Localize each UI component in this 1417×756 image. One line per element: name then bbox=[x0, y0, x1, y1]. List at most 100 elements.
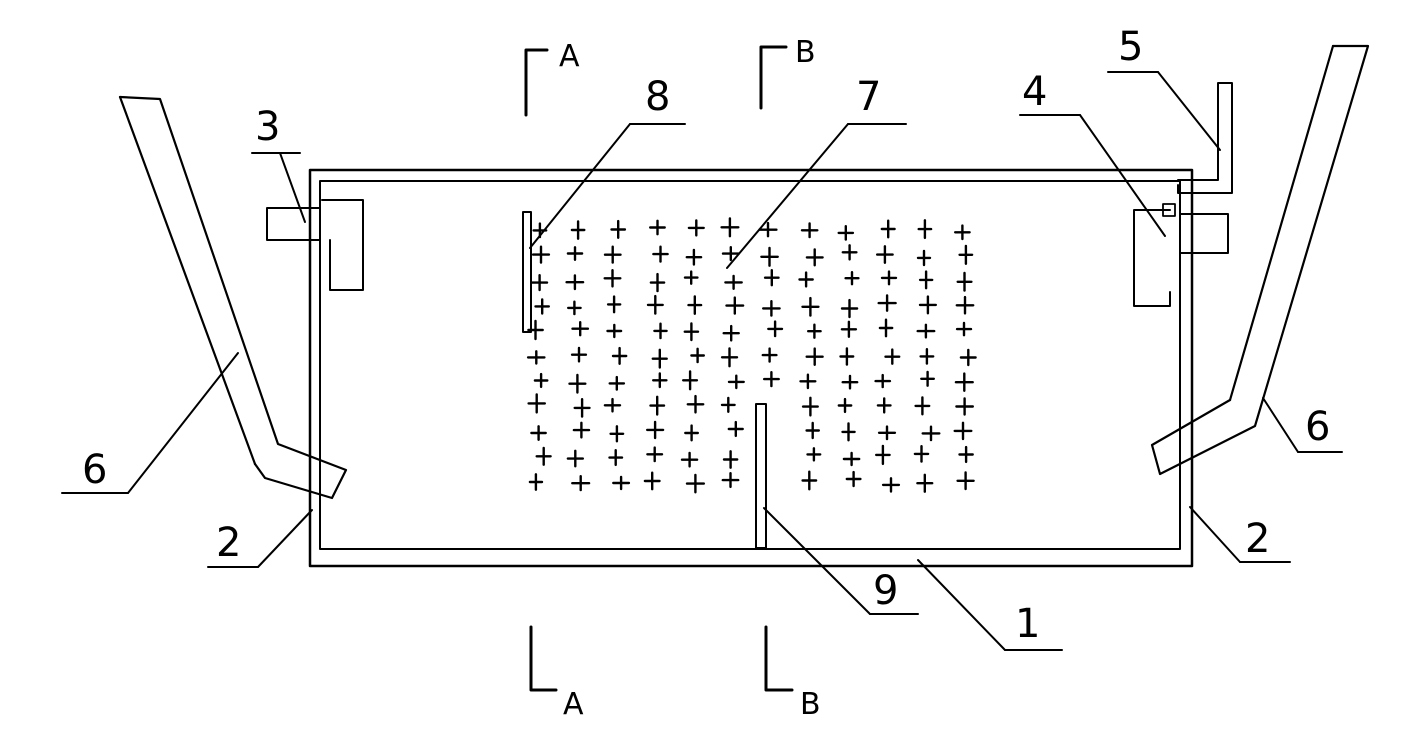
section-a-bottom-label: A bbox=[563, 687, 584, 722]
media-cross bbox=[920, 370, 935, 387]
media-cross bbox=[722, 450, 739, 469]
media-cross bbox=[608, 449, 624, 467]
media-cross bbox=[805, 347, 824, 366]
media-cross bbox=[917, 219, 933, 240]
media-cross bbox=[881, 477, 901, 493]
media-cross bbox=[651, 348, 668, 369]
media-cross bbox=[959, 348, 977, 367]
media-cross bbox=[921, 425, 941, 442]
media-cross bbox=[914, 396, 931, 416]
media-cross bbox=[799, 373, 817, 390]
media-cross bbox=[610, 219, 627, 240]
media-cross bbox=[760, 246, 779, 267]
media-cross bbox=[721, 472, 740, 489]
media-cross bbox=[721, 245, 740, 262]
media-cross bbox=[842, 451, 861, 467]
leader-side-left-tick bbox=[257, 509, 313, 568]
baffle-lower bbox=[755, 403, 767, 549]
media-cross bbox=[761, 347, 778, 363]
label-tank: 1 bbox=[1015, 601, 1040, 647]
media-cross bbox=[800, 222, 819, 239]
media-cross bbox=[919, 348, 935, 365]
media-cross bbox=[649, 272, 666, 293]
label-chute-left: 6 bbox=[82, 447, 107, 493]
media-cross bbox=[806, 447, 822, 462]
vent-pipe bbox=[1177, 82, 1233, 194]
outlet-box bbox=[1133, 209, 1171, 307]
media-cross bbox=[958, 244, 974, 265]
media-cross bbox=[720, 217, 740, 238]
media-cross bbox=[767, 320, 784, 338]
media-cross bbox=[571, 475, 591, 492]
media-cross bbox=[720, 396, 736, 413]
media-cross bbox=[685, 473, 705, 494]
media-cross bbox=[916, 473, 934, 493]
baffle-upper bbox=[522, 211, 532, 333]
media-cross bbox=[953, 421, 973, 441]
media-cross bbox=[649, 219, 666, 236]
leader-baffle-upper-tick bbox=[529, 123, 631, 249]
media-cross bbox=[724, 274, 743, 290]
section-b-top-label: B bbox=[795, 35, 816, 70]
outlet-pipe bbox=[1179, 213, 1229, 254]
media-cross bbox=[725, 296, 745, 315]
media-cross bbox=[954, 224, 971, 241]
label-baffle-upper: 8 bbox=[645, 74, 670, 120]
inlet-box bbox=[321, 199, 364, 291]
media-cross bbox=[762, 300, 781, 317]
media-cross bbox=[875, 444, 891, 466]
leader-chute-right-tick bbox=[1262, 397, 1299, 453]
media-cross bbox=[918, 295, 937, 315]
media-cross bbox=[916, 323, 936, 339]
media-cross bbox=[801, 396, 819, 417]
media-cross bbox=[807, 323, 822, 339]
media-cross bbox=[884, 348, 901, 365]
media-cross bbox=[566, 246, 584, 261]
media-cross bbox=[570, 346, 588, 363]
media-cross bbox=[956, 271, 973, 292]
media-cross bbox=[758, 221, 778, 238]
section-a-top-mark bbox=[524, 48, 549, 117]
media-cross bbox=[535, 446, 552, 466]
media-cross bbox=[841, 374, 859, 390]
chute-left bbox=[118, 95, 348, 500]
tank-outer-wall bbox=[308, 168, 1194, 568]
media-cross bbox=[687, 295, 703, 315]
media-cross bbox=[683, 270, 699, 285]
media-cross bbox=[918, 270, 934, 290]
media-cross bbox=[565, 274, 585, 291]
section-a-bottom-mark bbox=[529, 625, 558, 692]
section-b-bottom-label: B bbox=[800, 687, 821, 722]
media-cross bbox=[845, 470, 862, 488]
leader-chute-left-tick bbox=[127, 352, 239, 494]
label-side-right: 2 bbox=[1245, 516, 1270, 562]
leader-outlet-tick bbox=[1079, 114, 1166, 237]
media-cross bbox=[567, 300, 582, 316]
media-cross bbox=[608, 375, 626, 391]
media-cross bbox=[805, 248, 824, 267]
leader-inlet-tick bbox=[279, 152, 306, 223]
media-cross bbox=[573, 398, 591, 418]
media-cross bbox=[526, 350, 546, 365]
media-cross bbox=[955, 321, 973, 337]
media-cross bbox=[649, 395, 666, 416]
tank-inner-wall bbox=[319, 180, 1181, 550]
media-cross bbox=[801, 470, 818, 491]
leader-vent-tick bbox=[1157, 71, 1221, 151]
media-cross bbox=[568, 373, 587, 394]
label-baffle-lower: 9 bbox=[873, 568, 898, 614]
media-cross bbox=[954, 372, 974, 392]
media-cross bbox=[528, 473, 544, 491]
media-cross bbox=[840, 320, 858, 338]
media-cross bbox=[611, 346, 628, 365]
media-cross bbox=[609, 425, 625, 443]
media-cross bbox=[720, 347, 739, 368]
media-cross bbox=[880, 219, 896, 239]
leader-media-tick bbox=[726, 123, 849, 269]
chute-right bbox=[1150, 44, 1370, 476]
media-cross bbox=[874, 373, 892, 389]
media-cross bbox=[844, 271, 860, 286]
media-cross bbox=[527, 393, 546, 414]
media-cross bbox=[956, 471, 975, 491]
